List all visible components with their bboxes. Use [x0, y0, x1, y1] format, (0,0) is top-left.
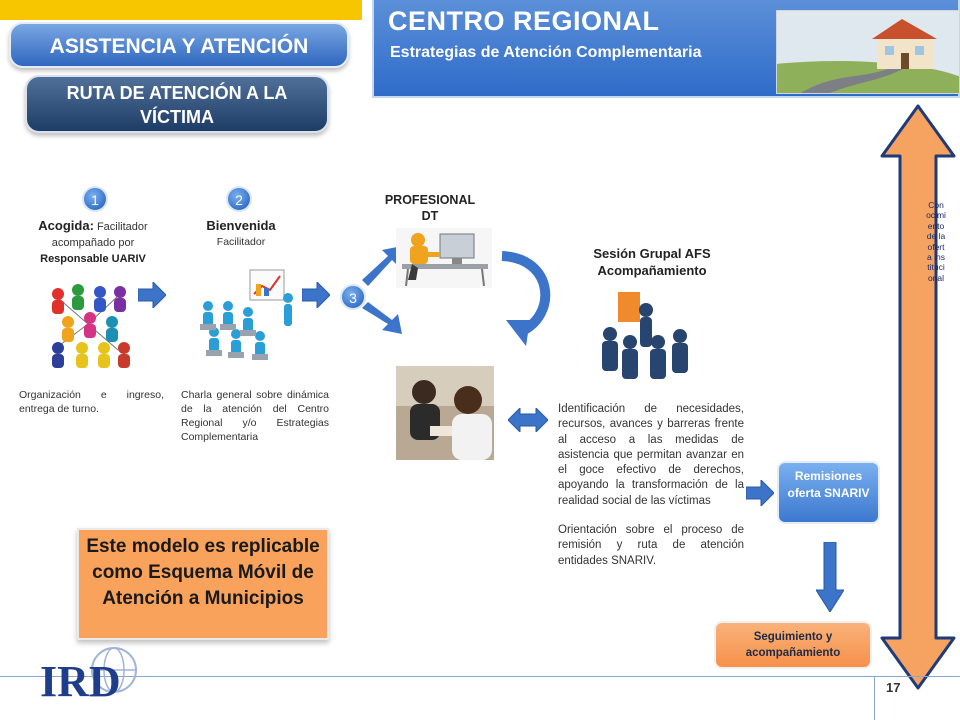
split-arrows-icon [358, 238, 408, 338]
model-replicable-callout: Este modelo es replicable como Esquema M… [77, 528, 329, 640]
arrow-right-icon-3 [745, 478, 775, 508]
route-title: RUTA DE ATENCIÓN A LA VÍCTIMA [25, 75, 329, 133]
double-arrow-icon [507, 406, 549, 434]
step-1-label: Acogida: Facilitador acompañado por Resp… [16, 218, 170, 267]
interview-photo [396, 366, 494, 460]
step-1-label-rest: Facilitador acompañado por [51, 221, 148, 249]
session-description-p1: Identificación de necesidades, recursos,… [558, 403, 744, 507]
step-2-badge: 2 [226, 186, 252, 212]
ird-logo: IRD [38, 646, 142, 706]
professional-label: PROFESIONAL DT [370, 192, 490, 224]
footer-divider [0, 676, 960, 677]
curved-arrow-icon [496, 250, 556, 350]
step-2-label-bold: Bienvenida [206, 218, 276, 233]
professional-label-line2: DT [421, 209, 439, 223]
seguimiento-callout: Seguimiento y acompañamiento [714, 621, 872, 669]
session-title: Sesión Grupal AFS Acompañamiento [562, 245, 742, 279]
main-section-title: ASISTENCIA Y ATENCIÓN [9, 22, 349, 68]
top-accent-bar [0, 0, 362, 20]
arrow-right-icon-2 [301, 280, 331, 310]
arrow-right-icon [137, 280, 167, 310]
group-session-image [596, 290, 696, 386]
session-description: Identificación de necesidades, recursos,… [558, 402, 744, 569]
people-network-image [38, 278, 136, 370]
route-title-line1: RUTA DE ATENCIÓN A LA [66, 83, 288, 103]
header-subtitle: Estrategias de Atención Complementaria [390, 44, 702, 61]
session-title-line1: Sesión Grupal AFS [593, 246, 711, 261]
professional-label-line1: PROFESIONAL [384, 193, 476, 207]
footer-tick [874, 676, 875, 720]
header-title: CENTRO REGIONAL [388, 6, 660, 36]
house-road-image [776, 10, 960, 94]
step-2-description: Charla general sobre dinámica de la aten… [181, 389, 329, 443]
ird-logo-text: IRD [40, 657, 121, 702]
remisiones-callout: Remisiones oferta SNARIV [777, 461, 880, 524]
route-title-line2: VÍCTIMA [140, 107, 214, 127]
arrow-down-icon [815, 541, 845, 613]
step-1-description: Organización e ingreso, entrega de turno… [19, 389, 164, 415]
vertical-double-arrow-icon [880, 104, 956, 690]
step-3-badge: 3 [340, 284, 366, 310]
step-2-label-rest: Facilitador [216, 236, 266, 248]
step-1-badge: 1 [82, 186, 108, 212]
header-banner: CENTRO REGIONAL Estrategias de Atención … [372, 0, 960, 98]
step-1-label-bold: Acogida: [38, 218, 94, 233]
session-description-p2: Orientación sobre el proceso de remisión… [558, 524, 744, 567]
presentation-meeting-image [192, 262, 300, 366]
professional-desk-image [396, 228, 492, 288]
step-1-label-strong: Responsable UARIV [40, 253, 146, 265]
session-title-line2: Acompañamiento [597, 263, 707, 278]
step-2-label: Bienvenida Facilitador [186, 218, 296, 250]
page-number: 17 [886, 680, 901, 695]
vertical-oferta-label: Conocimiento de la oferta institucional [926, 200, 946, 283]
